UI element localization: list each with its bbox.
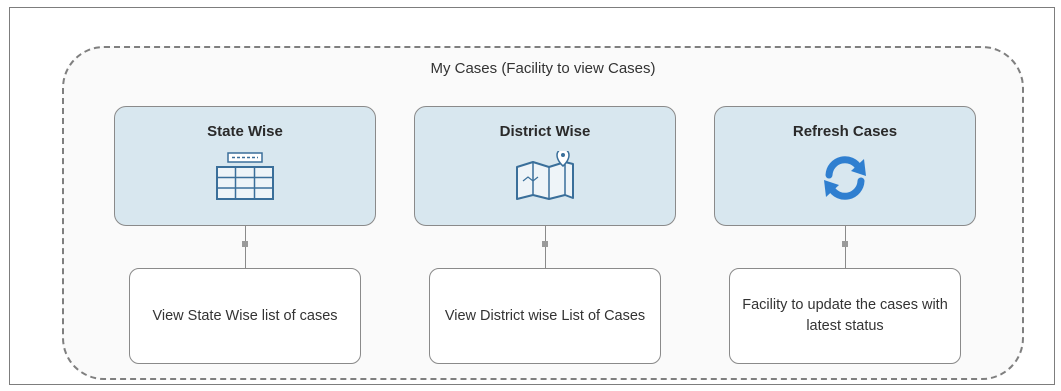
diagram-frame: My Cases (Facility to view Cases) State …: [9, 7, 1055, 385]
district-wise-button[interactable]: District Wise: [414, 106, 676, 226]
map-icon: [514, 148, 576, 208]
refresh-cases-description-box: Facility to update the cases with latest…: [729, 268, 961, 364]
district-wise-description: View District wise List of Cases: [444, 307, 646, 324]
district-wise-description-box: View District wise List of Cases: [429, 268, 661, 364]
table-icon: [214, 151, 276, 208]
my-cases-container: My Cases (Facility to view Cases) State …: [62, 46, 1024, 380]
district-wise-label: District Wise: [499, 123, 591, 140]
state-wise-description: View State Wise list of cases: [152, 307, 338, 324]
state-wise-connector: [242, 226, 248, 268]
state-wise-label: State Wise: [207, 123, 283, 140]
refresh-cases-description: Facility to update the cases with latest…: [742, 297, 948, 334]
state-wise-description-box: View State Wise list of cases: [129, 268, 361, 364]
state-wise-button[interactable]: State Wise: [114, 106, 376, 226]
container-title: My Cases (Facility to view Cases): [430, 60, 656, 77]
refresh-cases-connector: [842, 226, 848, 268]
refresh-cases-label: Refresh Cases: [792, 123, 898, 140]
refresh-cases-button[interactable]: Refresh Cases: [714, 106, 976, 226]
refresh-icon: [817, 151, 873, 208]
district-wise-connector: [542, 226, 548, 268]
